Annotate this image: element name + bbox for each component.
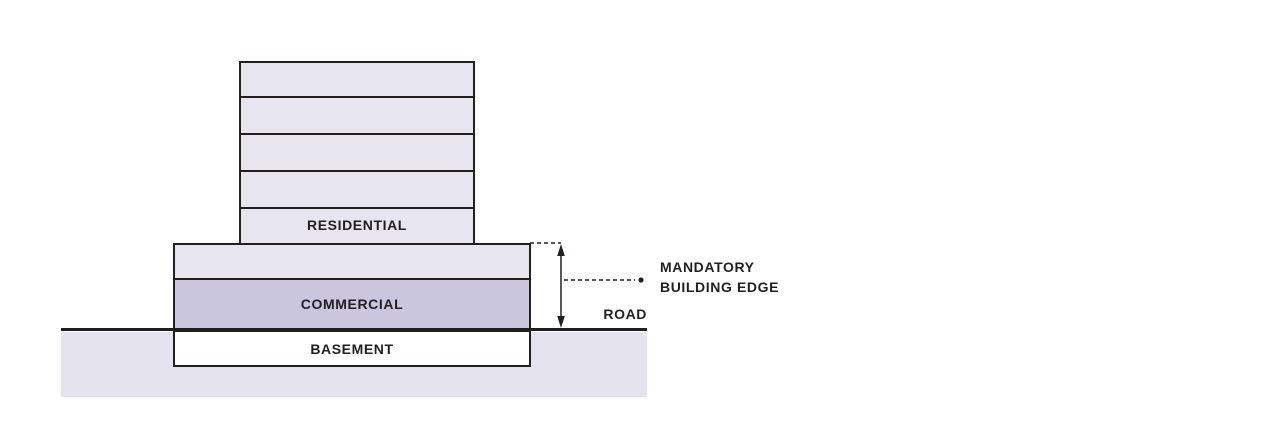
basement-block: BASEMENT [173, 330, 531, 367]
mandatory-building-edge-line1: MANDATORY [660, 259, 755, 275]
dimension-arrow [530, 242, 644, 328]
residential-label: RESIDENTIAL [307, 217, 407, 233]
tower-floor [241, 172, 473, 209]
tower-floor [241, 63, 473, 98]
mandatory-building-edge-line2: BUILDING EDGE [660, 279, 780, 295]
commercial-label: COMMERCIAL [300, 296, 404, 312]
leader-dot-icon [638, 277, 644, 283]
road-label: ROAD [603, 306, 647, 322]
residential-tower: RESIDENTIAL [239, 61, 475, 243]
tower-floor [241, 98, 473, 135]
tower-floor-residential: RESIDENTIAL [241, 209, 473, 241]
podium-upper-band [175, 245, 529, 280]
commercial-block: COMMERCIAL [175, 280, 529, 328]
arrow-head-down-icon [557, 316, 565, 328]
tower-floor [241, 135, 473, 172]
mandatory-building-edge-label: MANDATORY BUILDING EDGE [660, 257, 779, 297]
podium-block: COMMERCIAL [173, 243, 531, 330]
arrow-head-up-icon [557, 244, 565, 256]
basement-label: BASEMENT [310, 340, 394, 357]
